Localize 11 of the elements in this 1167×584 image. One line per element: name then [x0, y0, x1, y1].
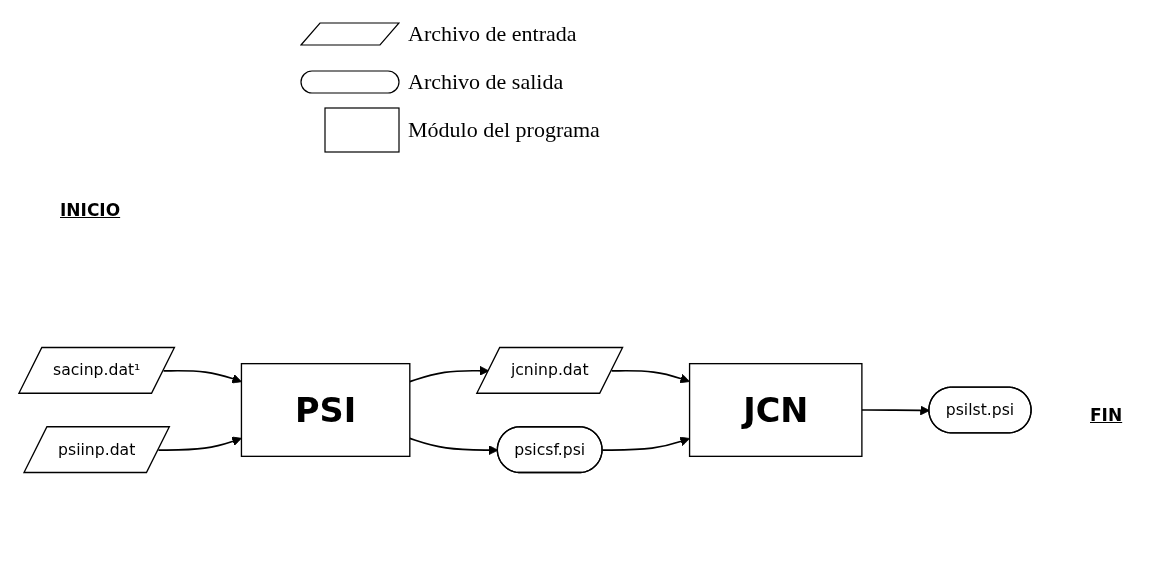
legend-text: Archivo de entrada	[408, 21, 577, 47]
flow-label: FIN	[1090, 405, 1123, 425]
legend-text: Módulo del programa	[408, 117, 600, 143]
node-box: JCN	[688, 363, 863, 457]
arrow	[162, 369, 242, 384]
legend-text: Archivo de salida	[408, 69, 564, 95]
arrow	[861, 405, 930, 416]
arrow	[157, 436, 242, 452]
flow-label: INICIO	[60, 200, 121, 220]
arrow	[610, 369, 690, 384]
node-box: PSI	[240, 363, 411, 457]
